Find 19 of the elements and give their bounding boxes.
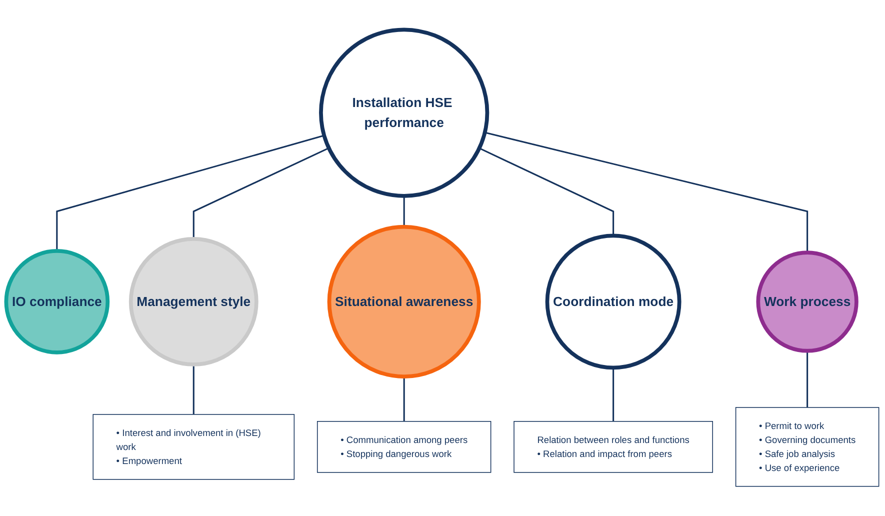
- connector: [403, 196, 405, 227]
- node-box: Relation between roles and functions • Relation and impact from peers: [514, 421, 713, 473]
- node-circle: Coordination mode: [545, 234, 682, 370]
- node-box: • Interest and involvement in (HSE) work • Empowerment: [92, 414, 295, 480]
- connector: [56, 134, 324, 251]
- node-circle: Installation HSE performance: [319, 28, 490, 198]
- node-circle: Situational awareness: [327, 224, 481, 378]
- node-circle: IO compliance: [4, 249, 110, 354]
- connector: [192, 364, 194, 414]
- connector: [484, 132, 808, 253]
- connector: [403, 376, 405, 422]
- connector: [192, 147, 330, 239]
- connector: [478, 148, 614, 236]
- node-box: • Permit to work • Governing documents • Safe job analysis • Use of experience: [735, 407, 880, 487]
- node-circle: Work process: [756, 250, 858, 353]
- node-circle: Management style: [128, 236, 258, 366]
- connector: [806, 350, 808, 408]
- connector: [612, 368, 614, 422]
- node-box: • Communication among peers • Stopping dangerous work: [316, 421, 492, 473]
